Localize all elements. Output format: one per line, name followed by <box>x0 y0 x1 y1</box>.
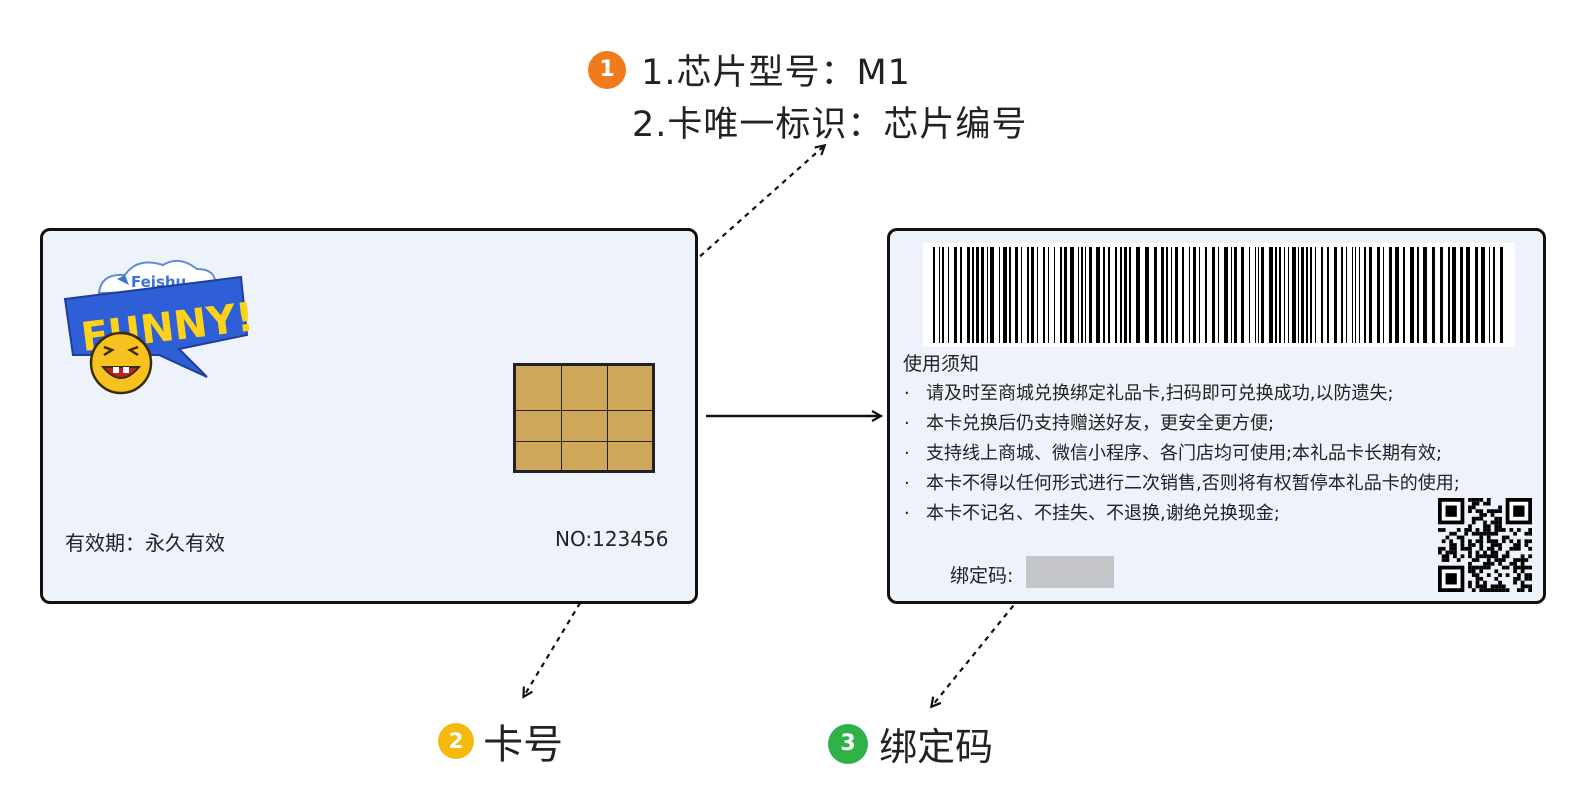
chip-id-text: 2.卡唯一标识：芯片编号 <box>632 105 1028 145</box>
qr-code <box>1438 498 1532 592</box>
usage-note: ·支持线上商城、微信小程序、各门店均可使用;本礼品卡长期有效; <box>904 443 1443 464</box>
card-number-callout: 2 卡号 <box>438 712 563 770</box>
card-back: 使用须知 ·请及时至商城兑换绑定礼品卡,扫码即可兑换成功,以防遗失; ·本卡兑换… <box>887 228 1546 604</box>
chip-contact <box>513 363 655 473</box>
card-front: Feishu FUNNY! 有效期：永久有效 NO:123456 <box>40 228 698 604</box>
cardno-callout-arrow <box>524 559 607 696</box>
usage-notes-title: 使用须知 <box>903 353 980 375</box>
usage-note: ·本卡不得以任何形式进行二次销售,否则将有权暂停本礼品卡的使用; <box>904 473 1460 494</box>
usage-note: ·请及时至商城兑换绑定礼品卡,扫码即可兑换成功,以防遗失; <box>904 383 1394 404</box>
bind-code-callout-label: 绑定码 <box>879 725 994 769</box>
bind-code-callout: 3 绑定码 <box>828 716 993 771</box>
feishu-funny-logo: Feishu FUNNY! <box>63 259 249 395</box>
chip-callout: 1 1.芯片型号：M1 <box>588 44 911 95</box>
usage-notes-list: ·请及时至商城兑换绑定礼品卡,扫码即可兑换成功,以防遗失; ·本卡兑换后仍支持赠… <box>904 379 1460 529</box>
card-number-text: NO:123456 <box>555 527 669 551</box>
callout-badge-1: 1 <box>588 50 626 89</box>
callout-badge-3: 3 <box>828 723 868 764</box>
usage-note: ·本卡不记名、不挂失、不退换,谢绝兑换现金; <box>904 503 1280 524</box>
bind-code-label: 绑定码: <box>950 565 1014 587</box>
callout-badge-2: 2 <box>438 723 474 759</box>
bindcode-callout-arrow <box>932 589 1027 706</box>
bind-code-mask <box>1026 556 1114 588</box>
usage-note: ·本卡兑换后仍支持赠送好友，更安全更方便; <box>904 413 1275 434</box>
card-number-callout-label: 卡号 <box>483 722 564 768</box>
validity-text: 有效期：永久有效 <box>65 531 225 555</box>
barcode <box>923 243 1515 347</box>
chip-model-text: 1.芯片型号：M1 <box>641 53 911 93</box>
